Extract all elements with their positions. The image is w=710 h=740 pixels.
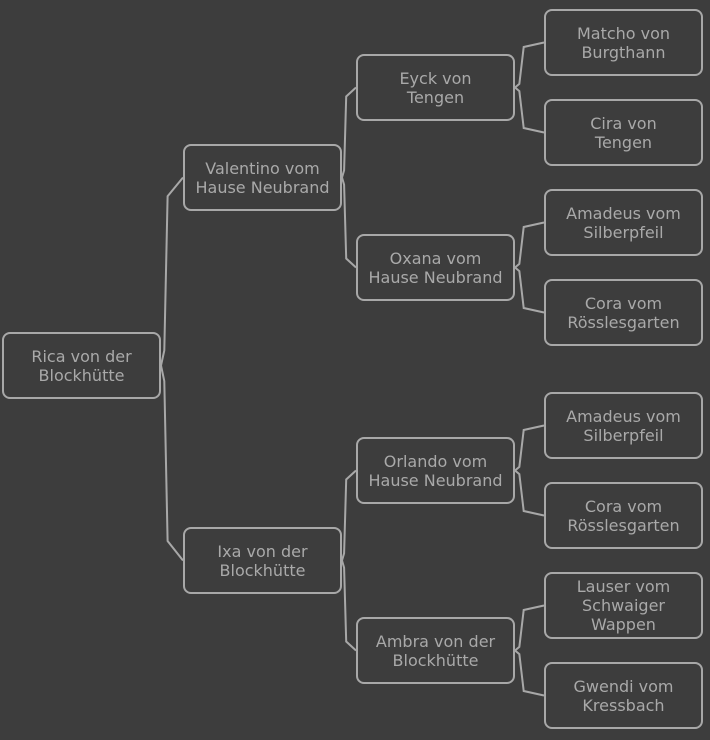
node-label-matcho: Matcho von Burgthann: [576, 23, 671, 62]
connector-rica-ixa: [160, 365, 184, 562]
node-label-orlando: Orlando vom Hause Neubrand: [368, 451, 503, 490]
connector-oxana-amadeus-1: [514, 221, 545, 269]
node-label-cira: Cira von Tengen: [590, 113, 657, 152]
node-label-eyck: Eyck von Tengen: [399, 68, 472, 107]
node-label-amadeus-1: Amadeus vom Silberpfeil: [566, 203, 681, 242]
connector-rica-valentino: [160, 176, 184, 366]
node-cira[interactable]: Cira von Tengen: [544, 99, 703, 166]
node-label-lauser: Lauser vom Schwaiger Wappen: [576, 577, 671, 634]
node-ixa[interactable]: Ixa von der Blockhütte: [183, 527, 342, 594]
connector-orlando-amadeus-2: [514, 424, 545, 472]
node-orlando[interactable]: Orlando vom Hause Neubrand: [356, 437, 515, 504]
node-oxana[interactable]: Oxana vom Hause Neubrand: [356, 234, 515, 301]
connector-eyck-matcho: [514, 41, 545, 89]
connector-orlando-cora-2: [514, 469, 545, 517]
connector-ixa-ambra: [341, 560, 357, 652]
node-label-ixa: Ixa von der Blockhütte: [217, 541, 308, 580]
connector-oxana-cora-1: [514, 266, 545, 314]
connector-ixa-orlando: [341, 469, 357, 561]
node-label-ambra: Ambra von der Blockhütte: [375, 631, 496, 670]
node-cora-2[interactable]: Cora vom Rösslesgarten: [544, 482, 703, 549]
connector-valentino-eyck: [341, 86, 357, 178]
connector-ambra-lauser: [514, 604, 545, 652]
connector-ambra-gwendi: [514, 649, 545, 697]
connector-eyck-cira: [514, 86, 545, 134]
node-label-oxana: Oxana vom Hause Neubrand: [368, 248, 503, 287]
node-ambra[interactable]: Ambra von der Blockhütte: [356, 617, 515, 684]
node-label-cora-2: Cora vom Rösslesgarten: [567, 496, 680, 535]
node-label-amadeus-2: Amadeus vom Silberpfeil: [566, 406, 681, 445]
node-cora-1[interactable]: Cora vom Rösslesgarten: [544, 279, 703, 346]
node-amadeus-2[interactable]: Amadeus vom Silberpfeil: [544, 392, 703, 459]
node-gwendi[interactable]: Gwendi vom Kressbach: [544, 662, 703, 729]
node-lauser[interactable]: Lauser vom Schwaiger Wappen: [544, 572, 703, 639]
node-label-valentino: Valentino vom Hause Neubrand: [195, 158, 330, 197]
node-amadeus-1[interactable]: Amadeus vom Silberpfeil: [544, 189, 703, 256]
node-label-cora-1: Cora vom Rösslesgarten: [567, 293, 680, 332]
node-matcho[interactable]: Matcho von Burgthann: [544, 9, 703, 76]
node-label-gwendi: Gwendi vom Kressbach: [573, 676, 674, 715]
node-label-rica: Rica von der Blockhütte: [31, 346, 132, 385]
connector-valentino-oxana: [341, 177, 357, 269]
node-eyck[interactable]: Eyck von Tengen: [356, 54, 515, 121]
node-rica[interactable]: Rica von der Blockhütte: [2, 332, 161, 399]
node-valentino[interactable]: Valentino vom Hause Neubrand: [183, 144, 342, 211]
